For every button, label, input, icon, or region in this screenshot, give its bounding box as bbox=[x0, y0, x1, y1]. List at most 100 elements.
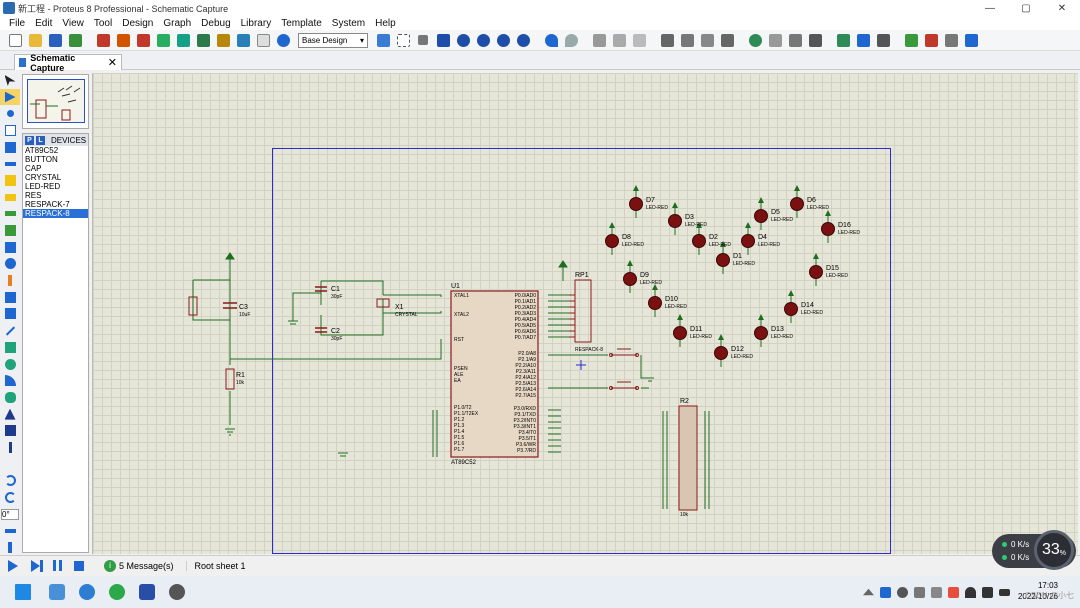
search-tag-icon[interactable] bbox=[854, 31, 872, 49]
rotate-anticlockwise-icon[interactable] bbox=[0, 489, 20, 506]
save-icon[interactable] bbox=[46, 31, 64, 49]
tape-recorder-icon[interactable] bbox=[0, 239, 20, 256]
edge-browser-icon[interactable] bbox=[102, 578, 132, 606]
home-icon[interactable] bbox=[94, 31, 112, 49]
pause-icon[interactable] bbox=[48, 559, 66, 573]
capacitor-c2[interactable]: C2 30pF bbox=[315, 327, 342, 342]
box-tool-icon[interactable] bbox=[0, 339, 20, 356]
settings-app-icon[interactable] bbox=[72, 578, 102, 606]
3d-viewer-icon[interactable] bbox=[154, 31, 172, 49]
ime-icon[interactable] bbox=[914, 586, 925, 598]
terminals-icon[interactable] bbox=[0, 189, 20, 206]
system-clock[interactable]: 17:03 2022/10/26 bbox=[1006, 580, 1058, 602]
rotation-angle-field[interactable]: 0° bbox=[0, 506, 20, 523]
symbol-tool-icon[interactable] bbox=[0, 422, 20, 439]
wifi-icon[interactable] bbox=[965, 586, 976, 598]
library-manager-button[interactable]: L bbox=[36, 135, 45, 145]
menu-library[interactable]: Library bbox=[240, 17, 272, 29]
subcircuit-icon[interactable] bbox=[0, 172, 20, 189]
refresh-icon[interactable] bbox=[374, 31, 392, 49]
block-move-icon[interactable] bbox=[678, 31, 696, 49]
pick-devices-button[interactable]: P bbox=[25, 135, 34, 145]
app-tray-icon[interactable] bbox=[948, 586, 959, 598]
circle-tool-icon[interactable] bbox=[0, 356, 20, 373]
block-copy-icon[interactable] bbox=[658, 31, 676, 49]
current-probe-icon[interactable] bbox=[0, 289, 20, 306]
device-item[interactable]: RES bbox=[25, 191, 42, 200]
menu-template[interactable]: Template bbox=[281, 17, 322, 29]
microcontroller-u1[interactable]: U1 AT89C52 XTAL1XTAL2RSTPSENALEEAP1.0/T2… bbox=[450, 283, 539, 466]
line-tool-icon[interactable] bbox=[0, 322, 20, 339]
resistor-pack-r2[interactable]: R2 10k bbox=[678, 398, 698, 518]
ime-mode-icon[interactable] bbox=[931, 586, 942, 598]
menu-graph[interactable]: Graph bbox=[163, 17, 192, 29]
overview-viewport[interactable] bbox=[27, 79, 85, 123]
marker-tool-icon[interactable] bbox=[0, 439, 20, 456]
design-selector[interactable]: Base Design ▾ bbox=[298, 32, 368, 48]
gerber-icon[interactable] bbox=[174, 31, 192, 49]
schematic-drawing[interactable]: C3 10uF R1 10k C1 30pF C2 30pF X1 CR bbox=[93, 73, 1079, 554]
schematic-icon[interactable] bbox=[114, 31, 132, 49]
zoom-area-icon[interactable] bbox=[514, 31, 532, 49]
device-item[interactable]: CRYSTAL bbox=[25, 173, 62, 182]
notes-icon[interactable] bbox=[254, 31, 272, 49]
wire-autorouter-icon[interactable] bbox=[834, 31, 852, 49]
rotate-clockwise-icon[interactable] bbox=[0, 473, 20, 490]
messages-indicator[interactable]: i 5 Message(s) bbox=[104, 559, 174, 572]
new-sheet-icon[interactable] bbox=[902, 31, 920, 49]
source-code-icon[interactable] bbox=[234, 31, 252, 49]
menu-design[interactable]: Design bbox=[122, 17, 154, 29]
menu-view[interactable]: View bbox=[62, 17, 84, 29]
bom-icon[interactable] bbox=[214, 31, 232, 49]
origin-icon[interactable] bbox=[414, 31, 432, 49]
resistor-pack-rp1[interactable]: RP1 RESPACK-8 bbox=[569, 272, 603, 353]
help-icon[interactable] bbox=[274, 31, 292, 49]
voltage-probe-icon[interactable] bbox=[0, 272, 20, 289]
remove-sheet-icon[interactable] bbox=[922, 31, 940, 49]
schematic-canvas[interactable]: C3 10uF R1 10k C1 30pF C2 30pF X1 CR bbox=[92, 73, 1078, 554]
exit-to-parent-icon[interactable] bbox=[942, 31, 960, 49]
security-icon[interactable] bbox=[880, 586, 891, 598]
import-icon[interactable] bbox=[66, 31, 84, 49]
package-tool-icon[interactable] bbox=[786, 31, 804, 49]
minimize-button[interactable]: — bbox=[985, 2, 995, 14]
redo-icon[interactable] bbox=[562, 31, 580, 49]
menu-edit[interactable]: Edit bbox=[35, 17, 53, 29]
reset-button[interactable] bbox=[188, 296, 198, 316]
overview-window[interactable] bbox=[22, 74, 89, 129]
mirror-y-icon[interactable] bbox=[0, 539, 20, 556]
menu-help[interactable]: Help bbox=[375, 17, 396, 29]
pcb-layout-icon[interactable] bbox=[134, 31, 152, 49]
cloud-icon[interactable] bbox=[897, 586, 908, 598]
menu-file[interactable]: File bbox=[9, 17, 26, 29]
text-tool-icon[interactable] bbox=[0, 406, 20, 423]
capacitor-c3[interactable]: C3 10uF bbox=[223, 302, 250, 318]
debugger-app-icon[interactable] bbox=[162, 578, 192, 606]
push-button-1[interactable] bbox=[609, 348, 639, 357]
pan-icon[interactable] bbox=[434, 31, 452, 49]
junction-dot-icon[interactable] bbox=[0, 105, 20, 122]
property-tool-icon[interactable] bbox=[874, 31, 892, 49]
start-menu-icon[interactable] bbox=[8, 578, 38, 606]
device-item[interactable]: AT89C52 bbox=[25, 146, 59, 155]
block-rotate-icon[interactable] bbox=[698, 31, 716, 49]
maximize-button[interactable]: ▢ bbox=[1021, 2, 1031, 14]
grid-toggle-icon[interactable] bbox=[394, 31, 412, 49]
buses-icon[interactable] bbox=[0, 155, 20, 172]
path-tool-icon[interactable] bbox=[0, 389, 20, 406]
undo-icon[interactable] bbox=[542, 31, 560, 49]
close-tab-icon[interactable]: ✕ bbox=[107, 57, 117, 69]
mirror-x-icon[interactable] bbox=[0, 523, 20, 540]
